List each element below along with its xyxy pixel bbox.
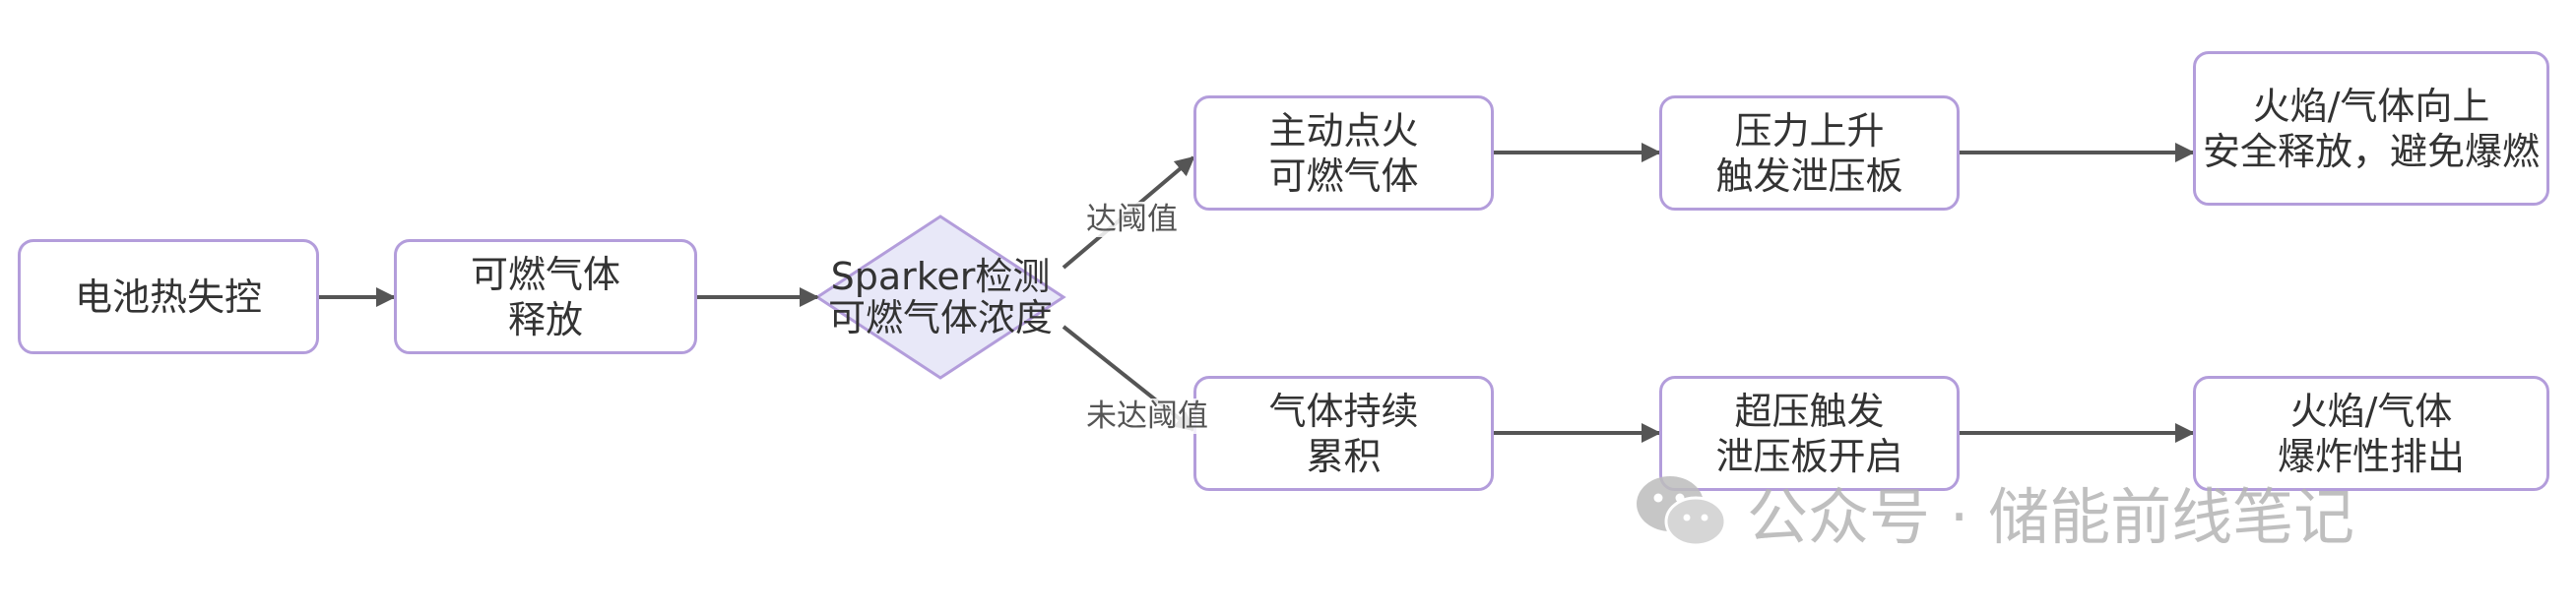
node-explosive-discharge: 火焰/气体 爆炸性排出 [2193, 376, 2549, 491]
node-line: 主动点火 [1268, 108, 1419, 153]
edge-label-threshold-not-reached: 未达阈值 [1086, 398, 1208, 434]
node-line: 累积 [1306, 434, 1382, 478]
watermark-text: 公众号 · 储能前线笔记 [1747, 481, 2355, 553]
node-line: 泄压板开启 [1715, 434, 1903, 478]
node-line: 安全释放，避免爆燃 [2202, 129, 2540, 173]
node-line: 触发泄压板 [1715, 153, 1903, 198]
node-safe-release: 火焰/气体向上 安全释放，避免爆燃 [2193, 51, 2549, 206]
node-active-ignition: 主动点火 可燃气体 [1193, 95, 1494, 211]
node-pressure-rise: 压力上升 触发泄压板 [1659, 95, 1960, 211]
edge-label-threshold-reached: 达阈值 [1086, 202, 1178, 237]
node-line: Sparker检测 [830, 255, 1051, 298]
node-line: 可燃气体 [1268, 153, 1419, 198]
node-thermal-runaway: 电池热失控 [18, 239, 319, 354]
node-sparker-detect: Sparker检测 可燃气体浓度 [807, 246, 1073, 348]
node-overpressure-vent: 超压触发 泄压板开启 [1659, 376, 1960, 491]
node-line: 超压触发 [1734, 389, 1885, 433]
node-line: 火焰/气体向上 [2252, 84, 2490, 128]
watermark: 公众号 · 储能前线笔记 [1635, 462, 2354, 561]
wechat-icon [1637, 476, 1727, 547]
node-gas-accumulate: 气体持续 累积 [1193, 376, 1494, 491]
node-line: 火焰/气体 [2289, 389, 2453, 433]
node-line: 爆炸性排出 [2277, 434, 2465, 478]
node-line: 气体持续 [1268, 389, 1419, 433]
node-gas-release: 可燃气体 释放 [394, 239, 697, 354]
node-line: 电池热失控 [74, 275, 262, 319]
node-line: 压力上升 [1734, 108, 1885, 153]
decision-diamond [814, 215, 1066, 380]
node-line: 可燃气体 [470, 252, 620, 296]
node-line: 可燃气体浓度 [827, 296, 1053, 339]
node-line: 释放 [507, 297, 583, 341]
